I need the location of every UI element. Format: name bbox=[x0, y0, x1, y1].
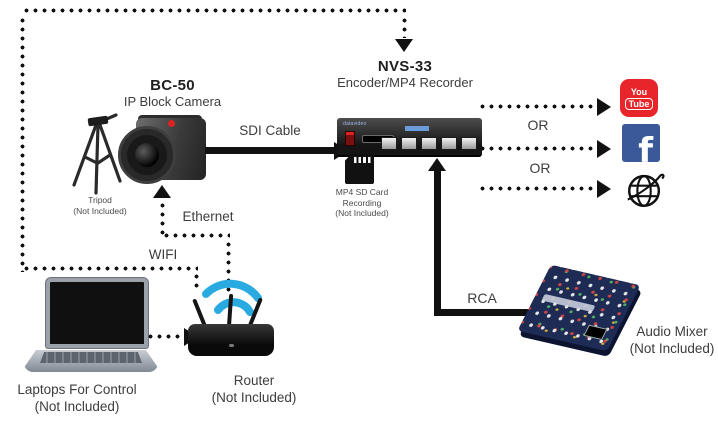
laptop-caption-line1: Laptops For Control bbox=[17, 382, 137, 397]
sdi-cable-line bbox=[205, 147, 335, 154]
camera-tally-light bbox=[168, 120, 175, 127]
rca-line-horizontal bbox=[434, 309, 532, 316]
sdcard-caption: MP4 SD Card Recording (Not Included) bbox=[322, 187, 402, 219]
control-loop-drop-dotted-line bbox=[402, 16, 407, 38]
output-dotted-line-web bbox=[478, 186, 598, 191]
or-label-1: OR bbox=[527, 117, 549, 133]
ethernet-arrowhead-icon bbox=[153, 185, 171, 198]
laptop-caption: Laptops For Control (Not Included) bbox=[1, 381, 153, 415]
tripod-caption-line2: (Not Included) bbox=[73, 205, 127, 216]
encoder-subtitle: Encoder/MP4 Recorder bbox=[337, 75, 473, 90]
web-globe-icon bbox=[627, 173, 665, 207]
mixer-caption-line2: (Not Included) bbox=[629, 341, 715, 356]
or-label-2: OR bbox=[529, 160, 551, 176]
wifi-waves-icon bbox=[202, 279, 262, 316]
output-arrowhead-facebook-icon bbox=[597, 140, 611, 158]
wifi-label: WIFI bbox=[148, 247, 178, 262]
output-dotted-line-facebook bbox=[478, 146, 598, 151]
tripod-caption: Tripod (Not Included) bbox=[58, 195, 142, 216]
wifi-dotted-line bbox=[22, 266, 198, 271]
laptop-router-dotted-line bbox=[128, 334, 184, 339]
encoder-power-switch bbox=[345, 131, 355, 146]
encoder-title: NVS-33 bbox=[377, 58, 433, 75]
facebook-icon: f bbox=[622, 124, 660, 162]
control-loop-top-dotted-line bbox=[22, 8, 406, 13]
router-caption-line2: (Not Included) bbox=[211, 390, 297, 405]
sd-card-icon bbox=[345, 154, 374, 184]
tripod-caption-line1: Tripod bbox=[88, 195, 112, 205]
output-dotted-line-youtube bbox=[478, 104, 598, 109]
ethernet-label: Ethernet bbox=[182, 209, 234, 224]
encoder-buttons bbox=[381, 137, 477, 150]
router-icon bbox=[188, 324, 274, 356]
control-loop-left-dotted-line bbox=[20, 16, 25, 272]
mixer-caption-line1: Audio Mixer bbox=[636, 324, 708, 339]
youtube-icon: You Tube bbox=[620, 79, 658, 117]
router-caption-line1: Router bbox=[233, 373, 275, 388]
ethernet-dotted-horizontal bbox=[162, 233, 230, 238]
output-arrowhead-web-icon bbox=[597, 180, 611, 198]
sdi-cable-label: SDI Cable bbox=[239, 123, 301, 138]
sdcard-caption-line1: MP4 SD Card bbox=[335, 187, 389, 197]
mixer-caption: Audio Mixer (Not Included) bbox=[626, 323, 718, 357]
rca-line-vertical bbox=[434, 170, 441, 316]
rca-label: RCA bbox=[467, 290, 497, 306]
router-caption: Router (Not Included) bbox=[193, 372, 315, 406]
nvs33-encoder-icon: datavideo bbox=[337, 118, 482, 157]
camera-lens bbox=[118, 126, 176, 184]
wifi-dotted-drop bbox=[194, 272, 199, 288]
sdcard-caption-line3: (Not Included) bbox=[335, 208, 389, 218]
tripod-icon bbox=[72, 113, 122, 195]
bc50-camera-icon bbox=[118, 112, 210, 186]
audio-mixer-icon bbox=[517, 264, 641, 352]
encoder-brand-logo: datavideo bbox=[343, 121, 367, 127]
camera-subtitle: IP Block Camera bbox=[123, 94, 222, 109]
laptop-caption-line2: (Not Included) bbox=[34, 399, 120, 414]
rca-arrowhead-icon bbox=[428, 158, 446, 171]
ethernet-dotted-vertical-2 bbox=[226, 240, 231, 294]
output-arrowhead-youtube-icon bbox=[597, 98, 611, 116]
laptop-keyboard bbox=[40, 352, 142, 363]
arrow-down-to-encoder-icon bbox=[395, 39, 413, 52]
ethernet-dotted-vertical-1 bbox=[160, 201, 165, 235]
sdcard-caption-line2: Recording bbox=[342, 197, 382, 208]
camera-title: BC-50 bbox=[150, 77, 195, 94]
laptop-icon bbox=[22, 278, 160, 378]
